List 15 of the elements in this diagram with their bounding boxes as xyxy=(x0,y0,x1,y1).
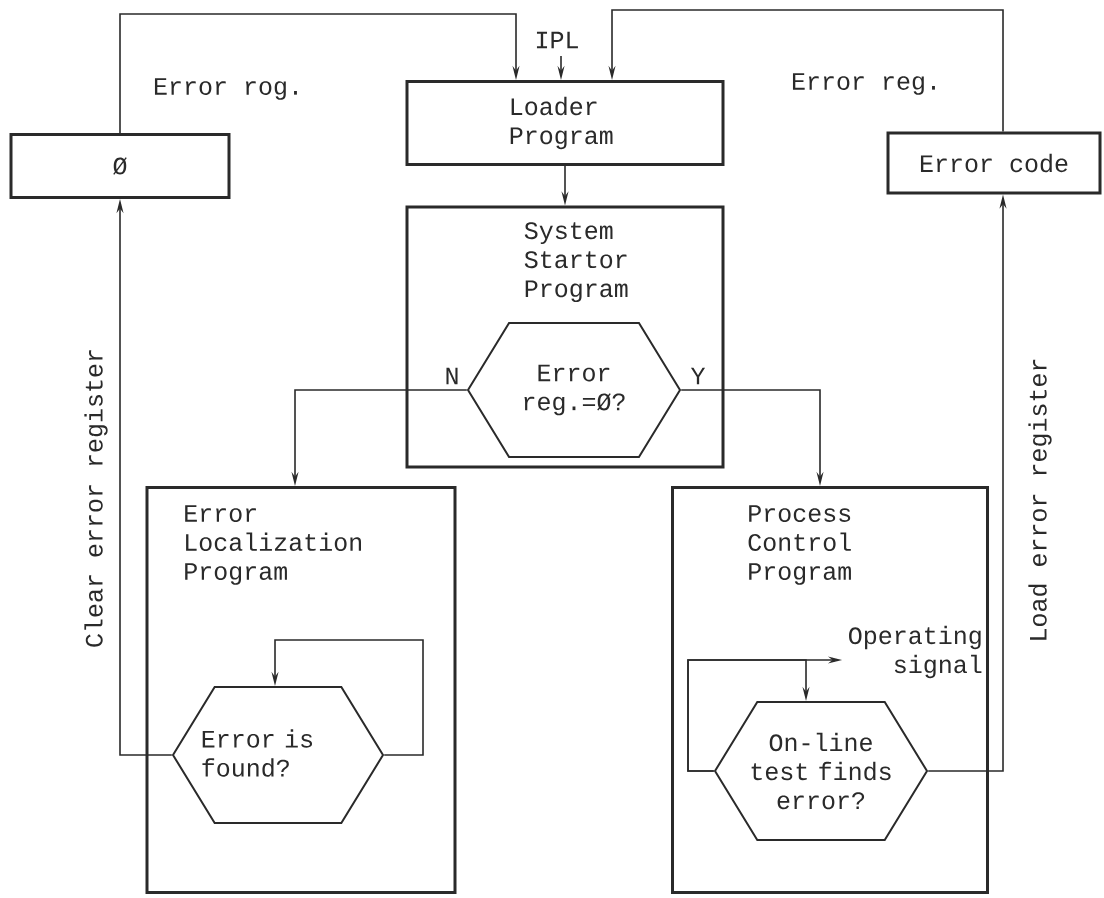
edge-label: Y xyxy=(689,366,707,386)
process-box: Ø xyxy=(9,133,231,199)
process-box: Error code xyxy=(886,131,1102,195)
edge-label: Clear error register xyxy=(83,347,109,650)
decision-hexagon: On-line test finds error? xyxy=(713,701,929,841)
arrow xyxy=(119,13,520,134)
edge-label: N xyxy=(443,366,461,386)
decision-hexagon: Error reg.=Ø? xyxy=(466,322,682,458)
signal-label: Operating signal xyxy=(849,625,982,679)
edge-label: Load error register xyxy=(1027,356,1053,644)
edge-label: Error reg. xyxy=(790,72,942,96)
process-box: Loader Program xyxy=(405,80,725,166)
edge-label: IPL xyxy=(533,30,581,50)
decision-hexagon: Error is found? xyxy=(171,686,385,824)
edge-label: Error rog. xyxy=(152,77,304,101)
